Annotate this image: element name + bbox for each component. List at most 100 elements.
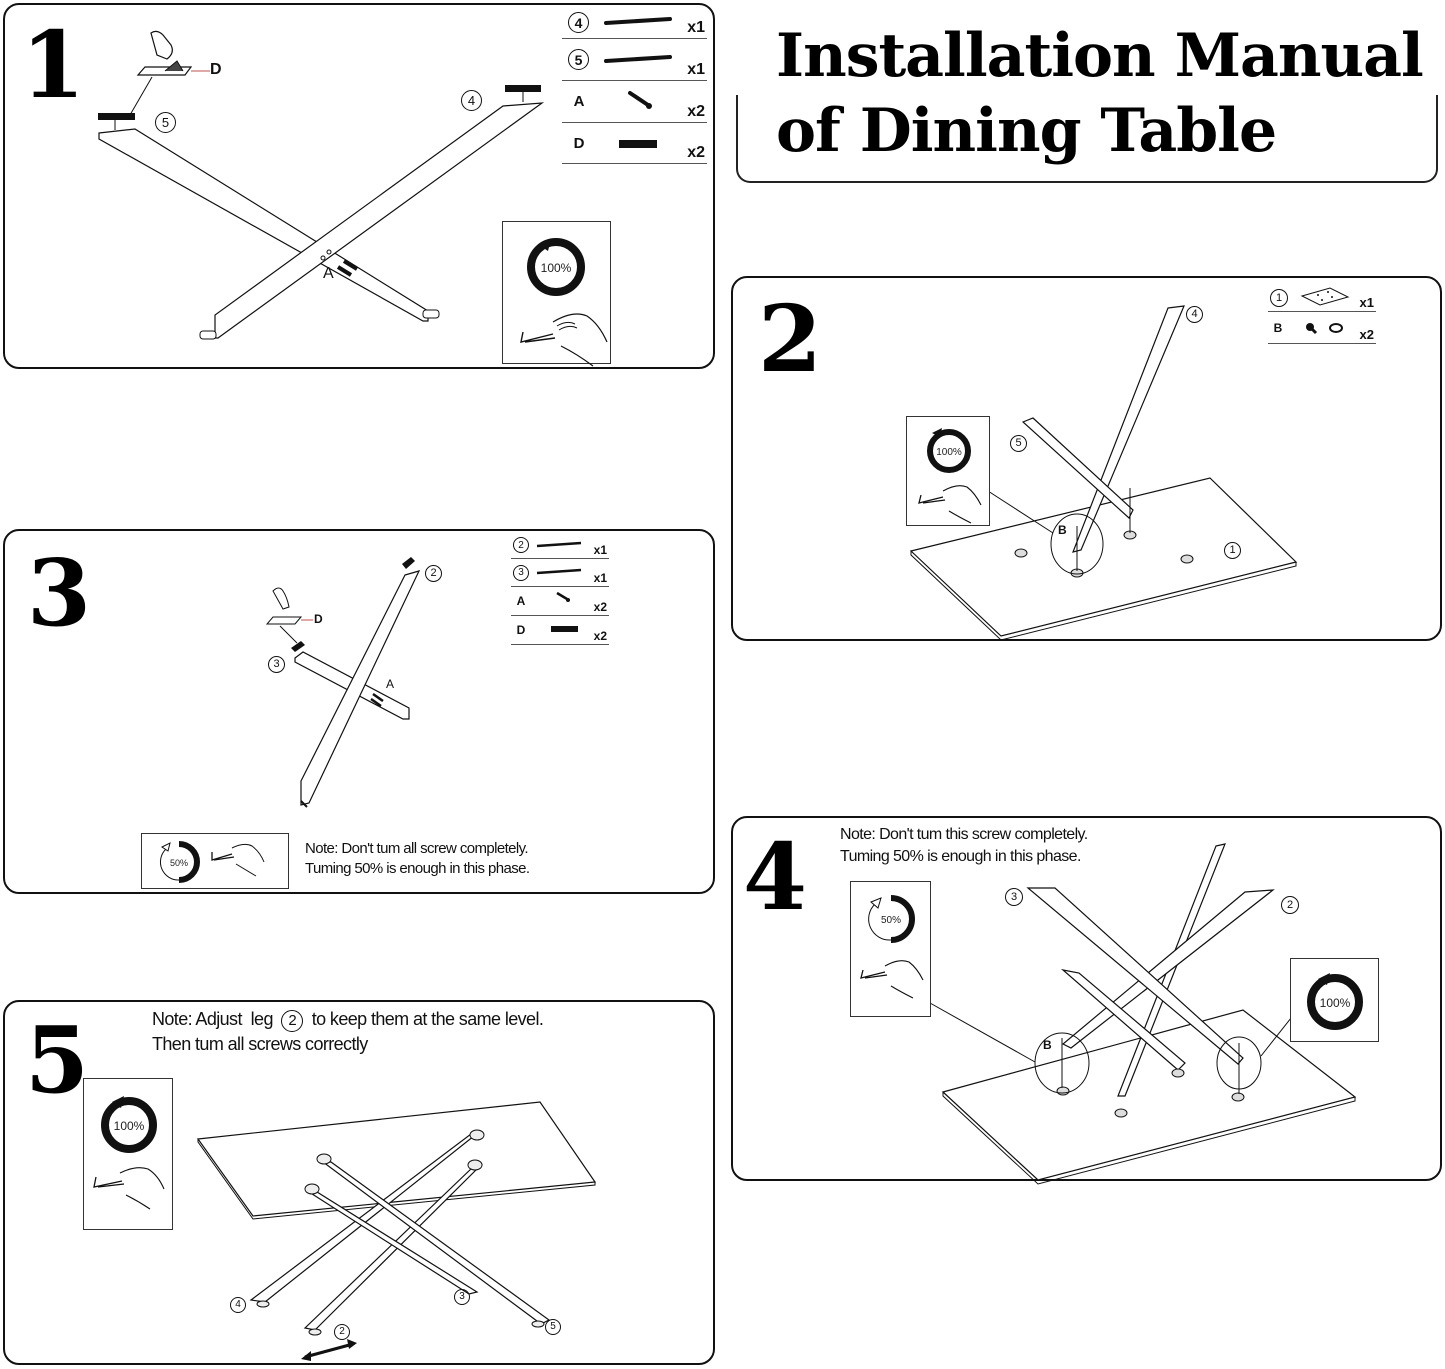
screw-icon (556, 591, 570, 602)
part-row: A x2 (562, 81, 707, 123)
tool-box-100: 100% (1290, 958, 1379, 1042)
allen-key-hand-icon (93, 1167, 165, 1210)
part-id: D (573, 134, 585, 152)
percent-label: 50% (170, 858, 188, 868)
pad-icon (551, 626, 578, 632)
rotate-100-icon: 100% (101, 1096, 157, 1153)
leg-label-2: 2 (1281, 896, 1299, 914)
step-number: 4 (743, 823, 807, 931)
note-line-1-end: to keep them at the same level. (311, 1009, 544, 1029)
leg-label-5: 5 (545, 1317, 561, 1335)
note-line-1: Note: Adjust leg 2 to keep them at the s… (152, 1007, 544, 1032)
leg-ref-2: 2 (281, 1009, 304, 1032)
step-number: 1 (21, 11, 85, 119)
part-row: A x2 (511, 587, 609, 616)
rotate-50-icon: 50% (868, 895, 915, 943)
step-4-note: Note: Don't tum this screw completely. T… (840, 824, 1088, 868)
allen-key-hand-icon (918, 485, 982, 524)
part-id: A (573, 93, 585, 110)
leg-label-5: 5 (155, 112, 176, 133)
leg-label-3: 3 (1005, 888, 1023, 906)
percent-label: 100% (1320, 996, 1351, 1010)
part-row: 2 x1 (511, 532, 609, 559)
percent-label: 100% (541, 261, 572, 275)
part-qty: x1 (687, 19, 705, 36)
allen-key-hand-icon (211, 843, 265, 877)
allen-key-hand-icon (860, 960, 924, 999)
leg-label-4: 4 (230, 1295, 246, 1313)
screw-label-b: B (1043, 1038, 1052, 1052)
part-label-d: D (210, 61, 222, 78)
part-label-d: D (314, 612, 323, 626)
leg-label-3: 3 (454, 1287, 470, 1305)
plate-icon (1300, 287, 1350, 306)
note-line-2: Then tum all screws correctly (152, 1034, 368, 1054)
part-id: 1 (1270, 288, 1288, 307)
part-row: D x2 (562, 123, 707, 164)
table-top-illustration (909, 305, 1298, 641)
percent-label: 100% (936, 447, 962, 458)
allen-key-hand-icon (520, 313, 608, 367)
step-3-note: Note: Don't tum all screw completely. Tu… (305, 839, 530, 879)
screw-label-a: A (386, 677, 395, 691)
screw-washer-icon (1306, 323, 1343, 335)
note-line-1-start: Note: Adjust leg (152, 1009, 273, 1029)
leg-label-3: 3 (268, 655, 285, 673)
part-id: B (1273, 320, 1283, 335)
part-id: A (516, 594, 526, 608)
pad-icon (619, 140, 657, 148)
leg-label-2: 2 (334, 1322, 350, 1340)
table-top-label-1: 1 (1224, 541, 1241, 559)
leg-label-4: 4 (1186, 305, 1203, 323)
long-bar-icon (604, 55, 672, 63)
rotate-100-icon: 100% (527, 238, 585, 296)
part-qty: x2 (1359, 327, 1374, 342)
part-qty: x2 (687, 103, 705, 120)
part-row: D x2 (511, 616, 609, 645)
note-line-1: Note: Don't tum all screw completely. (305, 840, 529, 857)
parts-list: 2 x1 3 x1 A x2 D x2 (511, 532, 609, 645)
part-qty: x1 (687, 61, 705, 78)
parts-list: 1 x1 B x2 (1268, 284, 1376, 344)
leg-label-2: 2 (425, 564, 442, 582)
leg-frame-illustration (98, 30, 545, 340)
long-bar-icon (536, 541, 582, 548)
part-qty: x2 (593, 629, 607, 643)
step-2-panel: 2 1 x1 B x2 4 5 B 1 (731, 276, 1442, 641)
tool-box: 100% (83, 1078, 173, 1230)
step-number: 2 (758, 285, 822, 393)
step-number: 5 (25, 1006, 89, 1114)
manual-title-line-1: Installation Manual (776, 21, 1424, 91)
percent-label: 50% (881, 915, 901, 926)
step-number: 3 (27, 539, 91, 647)
part-id: 2 (513, 537, 529, 553)
tool-box: 50% (141, 833, 289, 889)
note-line-2: Tuming 50% is enough in this phase. (305, 860, 530, 877)
step-4-panel: 4 Note: Don't tum this screw completely.… (731, 816, 1442, 1185)
step-3-panel: 3 2 x1 3 x1 A x2 D x2 (3, 529, 715, 894)
part-id: 3 (513, 564, 529, 581)
leg-label-4: 4 (461, 90, 482, 111)
leg-assembly-illustration (265, 557, 421, 808)
parts-list: 4 x1 5 x1 A x2 D x2 (562, 7, 707, 164)
title-frame (736, 95, 1438, 183)
part-qty: x1 (1359, 295, 1374, 310)
tool-box: 100% (906, 416, 990, 526)
part-qty: x1 (593, 543, 607, 557)
rotate-50-icon: 50% (159, 841, 200, 883)
tool-box: 100% (502, 221, 611, 367)
rotate-100-icon: 100% (1307, 973, 1363, 1030)
part-row: 4 x1 (562, 7, 707, 39)
part-qty: x1 (593, 571, 607, 585)
part-row: 5 x1 (562, 39, 707, 81)
part-id: D (516, 623, 526, 637)
screw-label-b: B (1058, 523, 1067, 537)
manual-title-line-2: of Dining Table (776, 96, 1277, 166)
screw-label-a: A (323, 265, 334, 282)
percent-label: 100% (114, 1119, 145, 1133)
long-bar-icon (604, 17, 672, 25)
leg-label-5: 5 (1010, 434, 1027, 452)
tool-box-50: 50% (850, 881, 931, 1017)
part-row: 3 x1 (511, 559, 609, 587)
part-id: 4 (568, 12, 589, 33)
